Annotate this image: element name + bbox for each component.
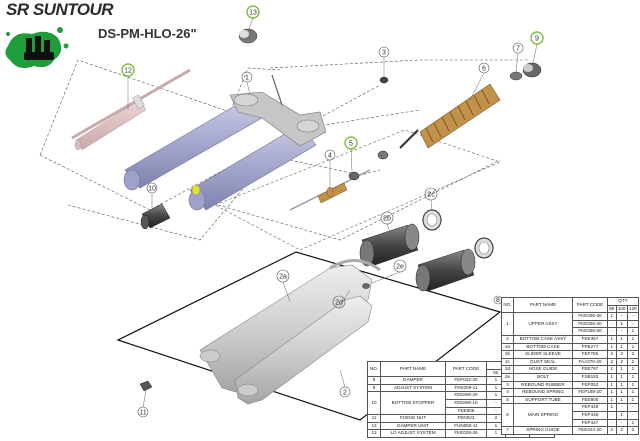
- callout-10: 10: [148, 186, 156, 193]
- green-splash-logo: [5, 27, 69, 68]
- callout-9: 9: [535, 36, 539, 43]
- callout-labels: [121, 5, 544, 418]
- support-tube-part-5: [348, 171, 360, 181]
- small-washer: [377, 150, 389, 160]
- callout-2b: 2b: [383, 216, 391, 223]
- callout-4: 4: [328, 153, 332, 160]
- callout-6: 6: [482, 66, 486, 73]
- qty-120: 120: [626, 304, 640, 314]
- lo-adjust-part-13: [238, 28, 258, 44]
- qty-100: 100: [615, 304, 628, 314]
- callout-3: 3: [382, 50, 386, 57]
- col-no: NO.: [367, 360, 381, 378]
- parts-table-right: NO. PART NAME PART CODE QTY 80 100 120 1…: [501, 296, 640, 435]
- bottom-case-frame: [116, 251, 502, 421]
- main-spring-part-6: [399, 83, 501, 149]
- callout-11: 11: [139, 410, 146, 417]
- callout-8: 8: [496, 297, 500, 304]
- col-part-name: PART NAME: [513, 296, 573, 314]
- callout-1: 1: [245, 75, 249, 82]
- callout-2d: 2d: [335, 300, 343, 307]
- callout-2a: 2a: [279, 274, 287, 281]
- model-title: DS-PM-HLO-26": [98, 26, 197, 41]
- leader-lines: [127, 17, 538, 408]
- col-part-code: PART CODE: [445, 360, 487, 378]
- qty-80: 80: [607, 304, 617, 314]
- callout-5: 5: [349, 141, 353, 148]
- rebound-rubber-part-3: [379, 76, 389, 84]
- bottom-stopper-part-10: [140, 203, 171, 230]
- callout-numbers: 13 12 1 3 6 7 9 5 4 2c 2b 10 2e 2a 2d 2 …: [124, 10, 539, 417]
- dust-seals-part-2c: [422, 209, 494, 259]
- spring-guide-part-7: [509, 71, 523, 81]
- damper-unit-part-12: [71, 68, 191, 151]
- callout-7: 7: [516, 46, 520, 53]
- callout-13: 13: [249, 10, 257, 17]
- bottom-case-part-2a: [199, 259, 381, 405]
- col-qty: QTY: [607, 297, 639, 306]
- col-no: NO.: [501, 296, 514, 314]
- slider-sleeves-part-2b: [359, 223, 476, 292]
- upper-assy-part-1: [123, 74, 327, 211]
- callout-2: 2: [343, 390, 347, 397]
- callout-2e: 2e: [396, 264, 404, 271]
- callout-2c: 2c: [427, 192, 435, 199]
- col-part-code: PART CODE: [572, 296, 608, 314]
- brand-logo: SR SUNTOUR: [6, 0, 114, 19]
- col-part-name: PART NAME: [380, 360, 446, 378]
- adjust-system-part-9: [522, 62, 542, 78]
- upper-assembly-frame: [214, 129, 501, 251]
- fixing-nut-part-11: [139, 380, 153, 392]
- callout-12: 12: [124, 68, 132, 75]
